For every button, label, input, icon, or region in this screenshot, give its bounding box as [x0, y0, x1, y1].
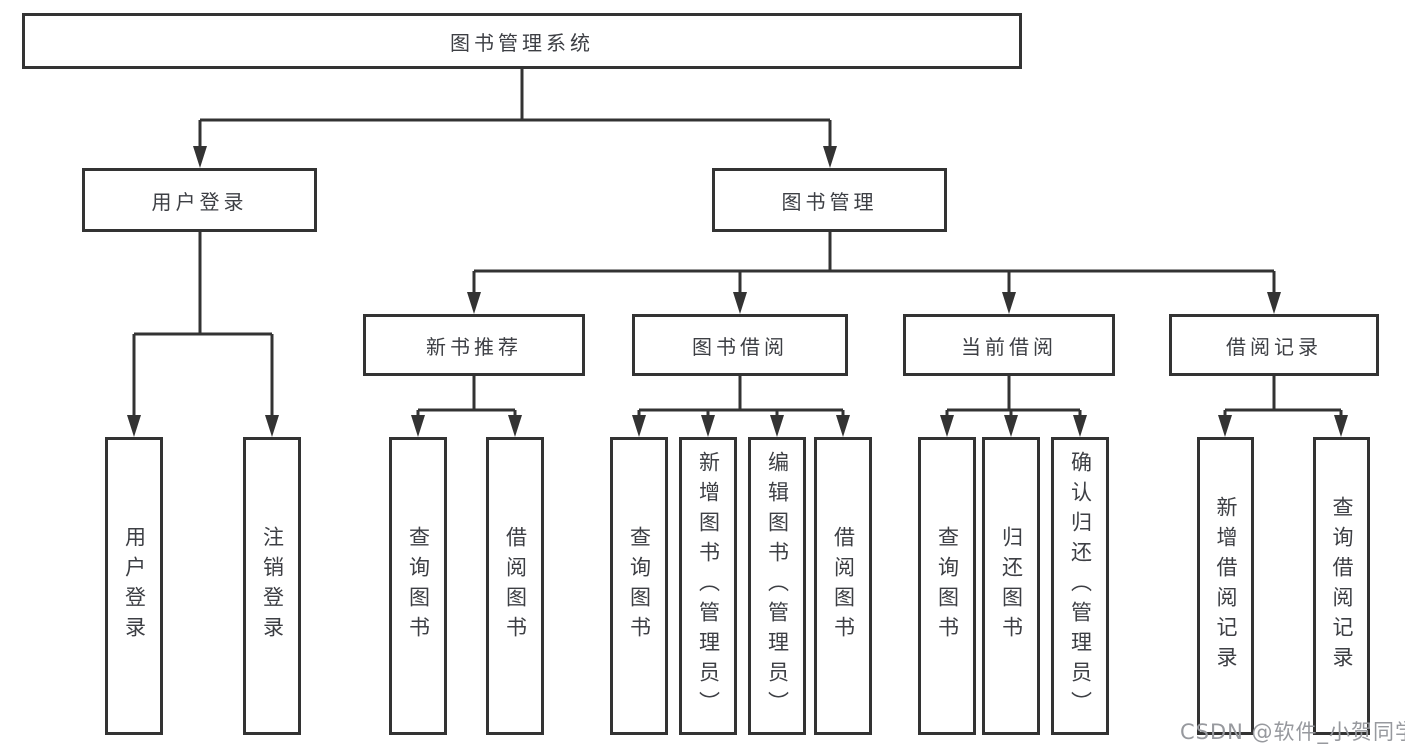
- leaf-query-borrow-record-label: 查询借阅记录: [1330, 496, 1355, 676]
- leaf-query-books-borrow: 查询图书: [610, 437, 668, 735]
- node-root-label: 图书管理系统: [450, 30, 594, 55]
- leaf-query-books-current: 查询图书: [918, 437, 976, 735]
- node-current-borrow: 当前借阅: [903, 314, 1115, 376]
- node-book-management: 图书管理: [712, 168, 947, 232]
- node-new-book-recommend: 新书推荐: [363, 314, 585, 376]
- node-new-book-recommend-label: 新书推荐: [426, 334, 522, 359]
- leaf-borrow-books-recommend-label: 借阅图书: [503, 526, 528, 646]
- node-borrow-records: 借阅记录: [1169, 314, 1379, 376]
- leaf-edit-book-admin-label: 编辑图书（管理员）: [765, 451, 790, 721]
- node-root: 图书管理系统: [22, 13, 1022, 69]
- leaf-logout: 注销登录: [243, 437, 301, 735]
- watermark: CSDN @软件_小贺同学: [1180, 720, 1405, 744]
- leaf-edit-book-admin: 编辑图书（管理员）: [748, 437, 806, 735]
- leaf-add-borrow-record-label: 新增借阅记录: [1214, 496, 1239, 676]
- node-current-borrow-label: 当前借阅: [961, 334, 1057, 359]
- leaf-query-books-current-label: 查询图书: [935, 526, 960, 646]
- leaf-return-book: 归还图书: [982, 437, 1040, 735]
- leaf-borrow-books-label: 借阅图书: [831, 526, 856, 646]
- leaf-add-borrow-record: 新增借阅记录: [1197, 437, 1254, 735]
- leaf-borrow-books-recommend: 借阅图书: [486, 437, 544, 735]
- node-book-borrow: 图书借阅: [632, 314, 848, 376]
- leaf-query-books-recommend: 查询图书: [389, 437, 447, 735]
- node-user-login: 用户登录: [82, 168, 317, 232]
- leaf-user-login: 用户登录: [105, 437, 163, 735]
- node-book-management-label: 图书管理: [781, 189, 878, 214]
- leaf-add-book-admin-label: 新增图书（管理员）: [696, 451, 721, 721]
- leaf-confirm-return-admin-label: 确认归还（管理员）: [1068, 451, 1093, 721]
- node-book-borrow-label: 图书借阅: [692, 334, 788, 359]
- leaf-confirm-return-admin: 确认归还（管理员）: [1051, 437, 1109, 735]
- node-user-login-label: 用户登录: [151, 189, 248, 214]
- leaf-add-book-admin: 新增图书（管理员）: [679, 437, 737, 735]
- leaf-query-books-recommend-label: 查询图书: [406, 526, 431, 646]
- connector-paths: [132, 69, 1343, 418]
- leaf-logout-label: 注销登录: [260, 526, 285, 646]
- leaf-query-borrow-record: 查询借阅记录: [1313, 437, 1370, 735]
- node-borrow-records-label: 借阅记录: [1226, 334, 1322, 359]
- leaf-user-login-label: 用户登录: [122, 526, 147, 646]
- leaf-borrow-books: 借阅图书: [814, 437, 872, 735]
- leaf-return-book-label: 归还图书: [999, 526, 1024, 646]
- leaf-query-books-borrow-label: 查询图书: [627, 526, 652, 646]
